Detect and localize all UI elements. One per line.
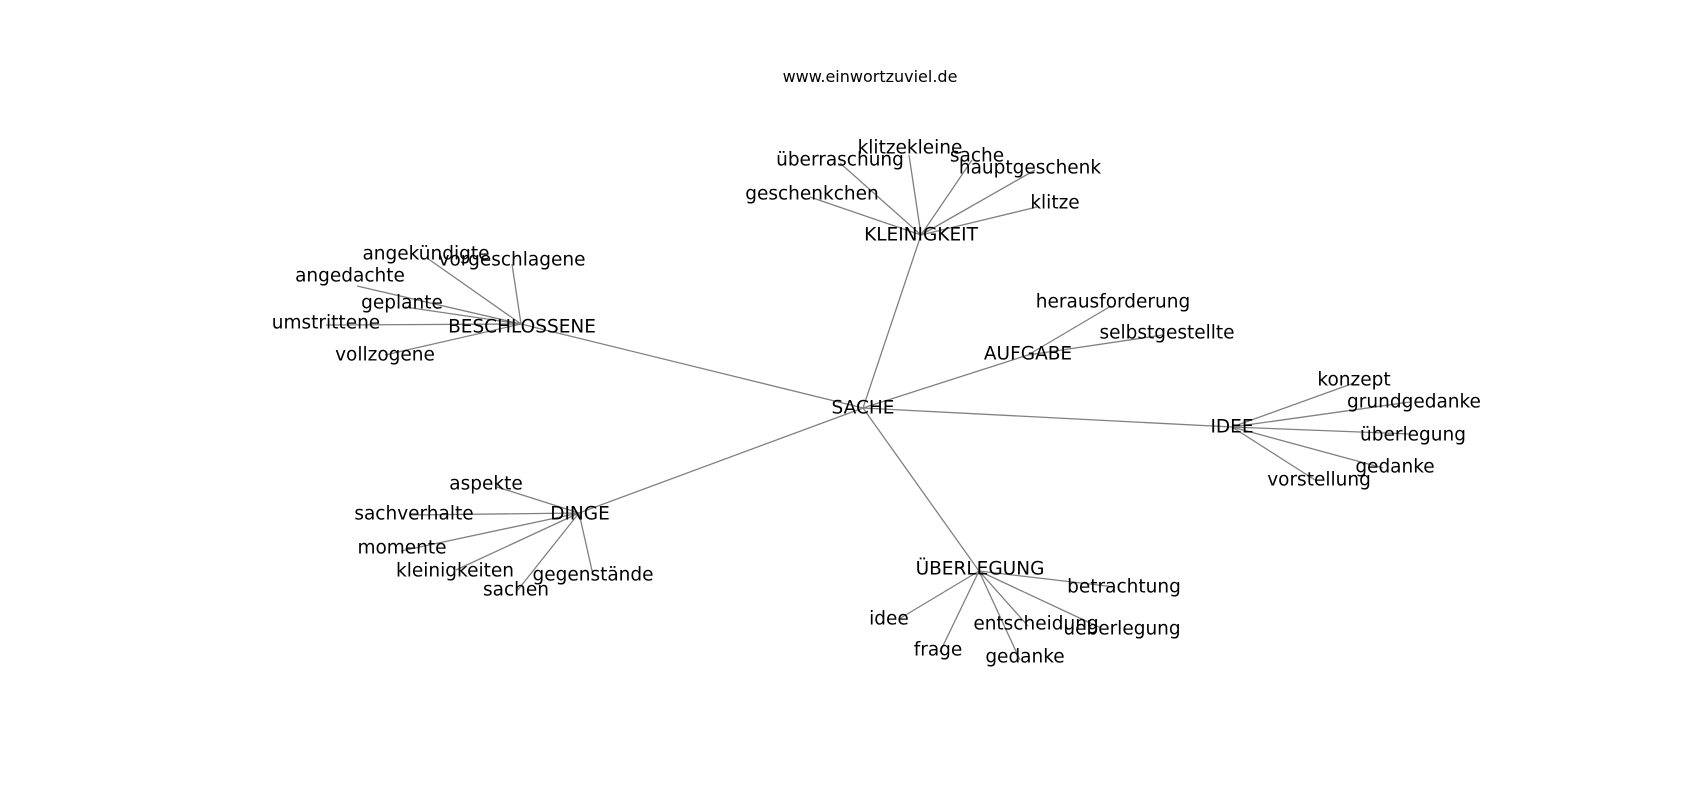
node-label-kleinigkeiten: kleinigkeiten [396,561,514,582]
edge-ueberlegung_hub-frage [939,570,980,653]
edge-kleinigkeit-klitze [920,206,1038,236]
node-label-sache_leaf: sache [950,146,1004,167]
edge-dinge-momente [400,512,580,552]
node-label-dinge: DINGE [550,504,610,525]
edge-sache-idee [862,407,1233,428]
node-label-vollzogene: vollzogene [335,345,435,366]
node-label-grundgedanke: grundgedanke [1347,392,1481,413]
node-label-sache: SACHE [832,398,895,419]
edge-kleinigkeit-hauptgeschenk [920,169,1036,236]
edge-idee-gedanke_idee [1231,426,1384,469]
edge-ueberlegung_hub-idee_leaf [898,570,980,620]
node-label-konzept: konzept [1317,370,1390,391]
node-label-herausforderung: herausforderung [1036,292,1190,313]
node-label-momente: momente [357,538,446,559]
edge-beschlossene-geplante [404,306,522,325]
edge-dinge-aspekte [496,486,580,514]
node-label-gedanke_ueb: gedanke [985,647,1064,668]
edge-kleinigkeit-ueberraschung [839,162,922,236]
edge-kleinigkeit-sache_leaf [920,159,973,236]
node-label-ueberlegung_hub: ÜBERLEGUNG [916,558,1045,580]
edge-sache-dinge [578,407,864,514]
node-label-vorgeschlagene: vorgeschlagene [439,250,586,271]
node-label-geplante: geplante [361,293,443,314]
edge-beschlossene-vorgeschlagene [511,263,522,325]
node-label-angedachte: angedachte [295,266,405,287]
node-label-aspekte: aspekte [449,474,522,495]
label-layer: SACHE KLEINIGKEIT BESCHLOSSENE AUFGABE IDEE D… [272,138,1481,668]
edge-beschlossene-vollzogene [384,323,522,356]
edge-sache-kleinigkeit [862,234,922,409]
edge-dinge-kleinigkeiten [455,512,580,571]
node-label-gedanke_idee: gedanke [1355,457,1434,478]
edge-idee-grundgedanke [1231,401,1411,428]
node-label-sachen: sachen [483,580,549,601]
edge-layer [325,154,1411,661]
edge-beschlossene-umstrittene [325,323,522,326]
node-label-idee: IDEE [1210,417,1253,438]
edge-dinge-sachverhalte [410,512,580,516]
edge-aufgabe-selbstgestellte [1027,334,1164,356]
node-label-beschlossene: BESCHLOSSENE [448,317,596,338]
node-label-frage: frage [914,640,963,661]
node-label-umstrittene: umstrittene [272,313,380,334]
node-label-kleinigkeit: KLEINIGKEIT [864,225,978,246]
node-label-ueberlegung_leaf: überlegung [1360,425,1466,446]
edge-kleinigkeit-klitzekleine [908,154,922,236]
node-label-angekuendigte: angekündigte [362,244,489,265]
node-label-gegenstaende: gegenstände [532,565,653,586]
edge-aufgabe-herausforderung [1027,305,1112,356]
edge-ueberlegung_hub-gedanke_ueb [978,570,1021,661]
edge-idee-konzept [1231,382,1355,428]
edge-beschlossene-angedachte [356,285,522,325]
edge-dinge-gegenstaende [578,512,594,576]
node-label-aufgabe: AUFGABE [984,344,1072,365]
node-label-ueberraschung: überraschung [776,150,904,171]
node-label-selbstgestellte: selbstgestellte [1099,323,1234,344]
edge-sache-beschlossene [520,323,864,409]
node-label-klitze: klitze [1030,193,1079,214]
edge-sache-ueberlegung_hub [862,407,980,572]
site-title: www.einwortzuviel.de [783,67,958,86]
node-label-sachverhalte: sachverhalte [354,504,473,525]
edge-ueberlegung_hub-ueeberlegung [978,570,1102,629]
edge-kleinigkeit-geschenkchen [809,196,922,236]
node-label-ueeberlegung: ueberlegung [1063,619,1180,640]
edge-dinge-sachen [516,512,580,592]
node-label-entscheidung: entscheidung [973,614,1098,635]
edge-idee-vorstellung [1231,426,1316,481]
edge-idee-ueberlegung_leaf [1231,426,1411,435]
node-label-geschenkchen: geschenkchen [745,184,878,205]
node-label-vorstellung: vorstellung [1267,470,1371,491]
node-label-klitzekleine: klitzekleine [858,138,963,159]
edge-beschlossene-angekuendigte [426,257,522,325]
node-label-idee_leaf: idee [869,609,909,630]
edge-ueberlegung_hub-betrachtung [978,570,1116,588]
node-label-hauptgeschenk: hauptgeschenk [959,158,1102,179]
edge-sache-aufgabe [862,354,1029,409]
node-label-betrachtung: betrachtung [1067,577,1181,598]
edge-ueberlegung_hub-entscheidung [978,570,1029,627]
